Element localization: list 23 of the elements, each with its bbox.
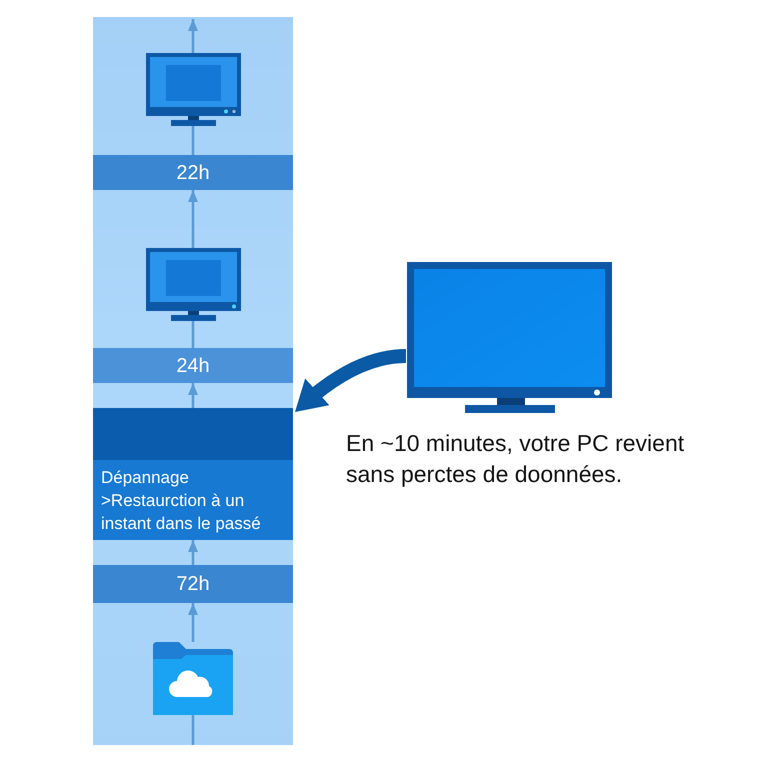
time-band bbox=[93, 565, 293, 603]
arrow bbox=[188, 540, 198, 565]
monitor-icon bbox=[146, 53, 240, 126]
arrow bbox=[188, 383, 198, 408]
menu-item-text: >Restaurction à un instant dans le passé bbox=[101, 490, 262, 535]
monitor-icon bbox=[407, 262, 612, 413]
menu-heading-text: Dépannage bbox=[101, 467, 190, 489]
duration-label: 24h bbox=[176, 356, 210, 376]
cloud-folder-icon bbox=[153, 642, 233, 715]
arrow bbox=[188, 19, 198, 53]
monitor-icon bbox=[146, 248, 240, 321]
curved-arrow bbox=[294, 349, 406, 412]
duration-label: 72h bbox=[176, 574, 210, 594]
arrow bbox=[188, 603, 198, 642]
recovery-menu-panel bbox=[93, 408, 293, 540]
time-band bbox=[93, 155, 293, 190]
connector-line bbox=[192, 715, 194, 745]
arrow bbox=[188, 190, 198, 248]
connector-line bbox=[192, 126, 194, 155]
connector-line bbox=[192, 321, 194, 348]
duration-label: 22h bbox=[176, 162, 210, 182]
time-band bbox=[93, 348, 293, 383]
caption-text: En ~10 minutes, votre PC revient sans perctes de doonnées. bbox=[346, 429, 686, 489]
